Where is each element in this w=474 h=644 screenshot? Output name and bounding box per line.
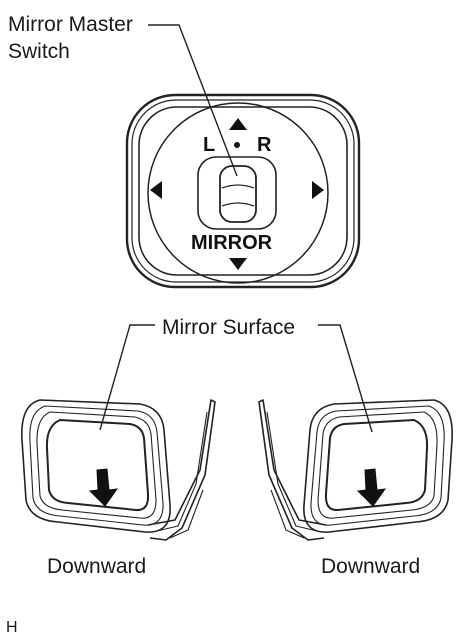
leader-line-surface-left bbox=[99, 324, 155, 431]
switch-label-mirror: MIRROR bbox=[191, 232, 273, 254]
switch-knob-edge-bottom bbox=[221, 202, 255, 207]
arrow-down-icon bbox=[356, 468, 387, 507]
switch-center-dot bbox=[234, 142, 240, 148]
right-side-mirror bbox=[258, 399, 453, 541]
left-side-mirror bbox=[21, 399, 216, 541]
label-master-switch-line1: Mirror Master bbox=[8, 13, 133, 36]
arrow-left-icon bbox=[150, 181, 162, 199]
footer-code: H bbox=[6, 619, 18, 636]
switch-label-left: L bbox=[203, 134, 216, 156]
switch-label-right: R bbox=[257, 134, 272, 156]
arrow-up-icon bbox=[229, 118, 247, 130]
switch-bezel-inner bbox=[131, 99, 355, 283]
switch-bezel-face bbox=[138, 106, 348, 276]
arrow-down-icon bbox=[88, 468, 119, 507]
leader-line-surface-right bbox=[318, 324, 373, 433]
mirror-master-switch bbox=[125, 93, 361, 289]
switch-knob[interactable] bbox=[219, 165, 257, 223]
switch-bezel-outer bbox=[125, 93, 361, 289]
label-mirror-surface: Mirror Surface bbox=[162, 316, 296, 339]
arrow-right-icon bbox=[312, 181, 324, 199]
leader-line-master-switch bbox=[148, 24, 238, 177]
left-mirror-surface bbox=[45, 419, 150, 512]
switch-center-housing bbox=[197, 156, 277, 230]
arrow-down-icon bbox=[229, 258, 247, 270]
label-master-switch-line2: Switch bbox=[8, 40, 70, 63]
label-downward-left: Downward bbox=[47, 555, 147, 578]
right-mirror-surface bbox=[324, 419, 429, 512]
switch-knob-edge-top bbox=[221, 184, 255, 189]
label-downward-right: Downward bbox=[321, 555, 421, 578]
switch-dial bbox=[147, 102, 329, 284]
